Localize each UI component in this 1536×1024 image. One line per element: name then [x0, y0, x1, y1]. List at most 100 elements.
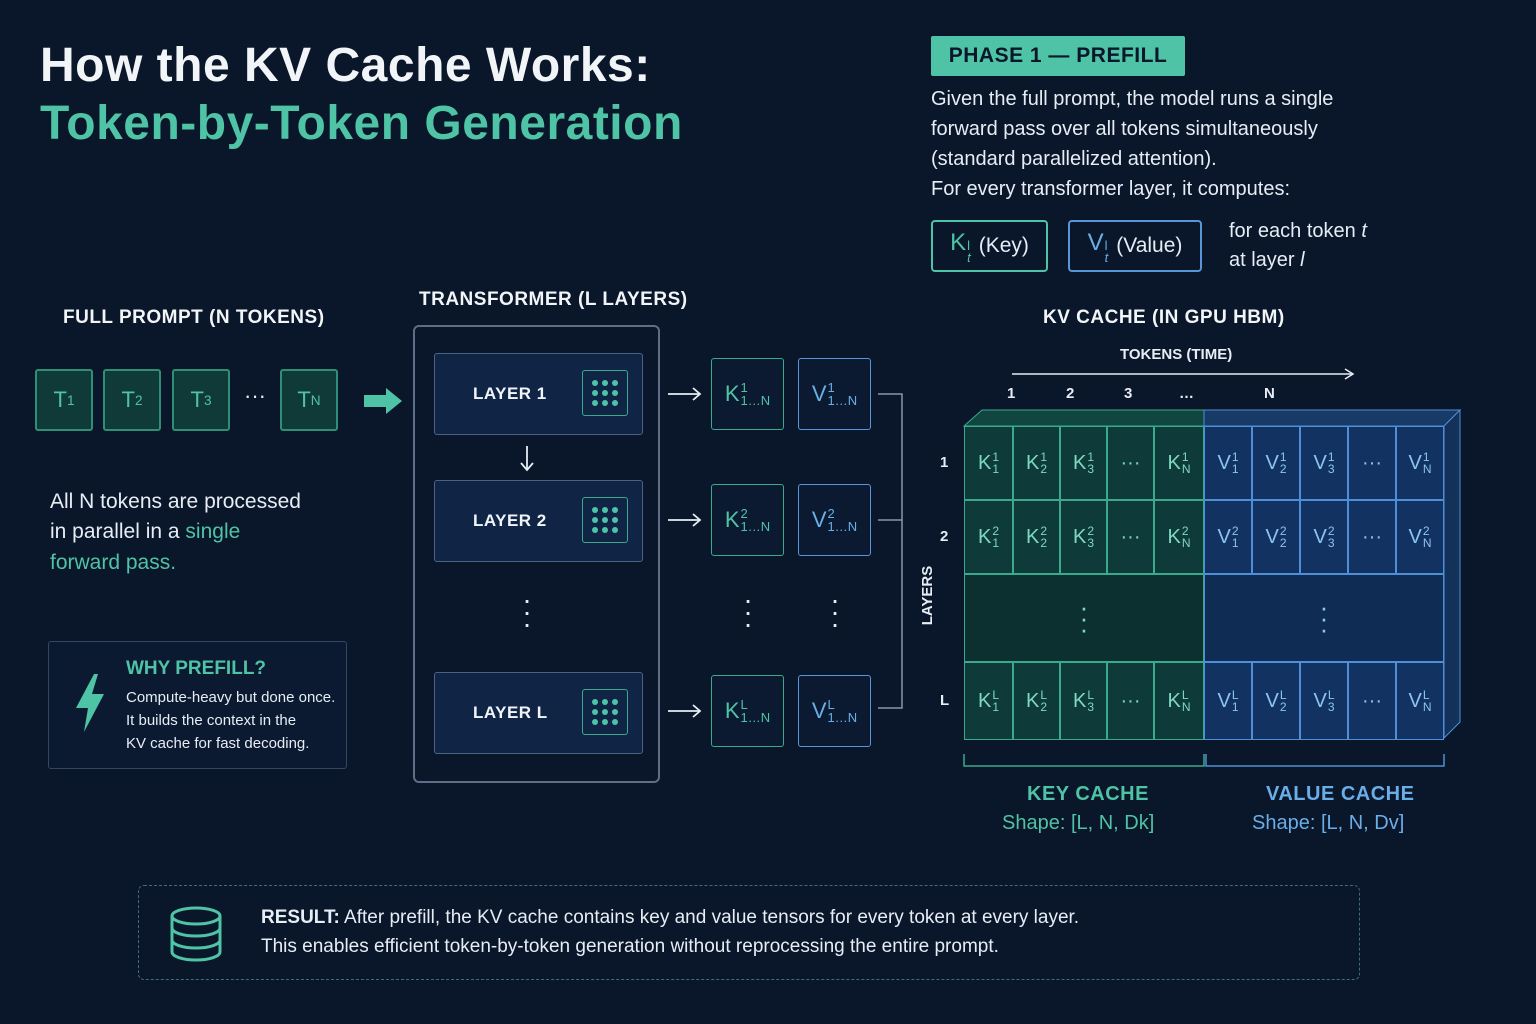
phase-desc-line-4: For every transformer layer, it computes…: [931, 178, 1291, 200]
phase-badge: PHASE 1 — PREFILL: [931, 36, 1185, 76]
key-gap-dots: ···: [964, 574, 1204, 662]
right-arrow-icon: [668, 387, 702, 401]
value-cache-title: VALUE CACHE: [1266, 783, 1415, 805]
for-each-line-1: for each token t: [1229, 220, 1367, 242]
cache-cell-ellipsis: ···: [1348, 500, 1396, 574]
phase-desc-line-1: Given the full prompt, the model runs a …: [931, 88, 1334, 110]
col-tick-1: 1: [1007, 385, 1016, 402]
col-tick-2: 2: [1066, 385, 1075, 402]
phase-desc-line-3: (standard parallelized attention).: [931, 148, 1217, 170]
layer-l-block: LAYER L: [434, 672, 643, 754]
layer-1-block: LAYER 1: [434, 353, 643, 435]
prompt-para-line-2: in parallel in a single: [50, 520, 241, 543]
prompt-para-line-3: forward pass.: [50, 551, 177, 574]
title-line-2: Token-by-Token Generation: [40, 97, 683, 150]
keys-vdots: ···: [743, 584, 753, 639]
layers-axis-label: LAYERS: [919, 565, 937, 625]
value-cache-shape: Shape: [L, N, Dv]: [1252, 812, 1405, 834]
value-gap-dots: ···: [1204, 574, 1444, 662]
merge-bracket: [878, 393, 903, 709]
cache-cell-ellipsis: ···: [1348, 662, 1396, 740]
value-chip-label: (Value): [1116, 234, 1183, 257]
row-tick-l: L: [940, 692, 950, 709]
database-icon: [170, 906, 222, 962]
why-line-2: It builds the context in the: [126, 712, 297, 729]
result-line-2: This enables efficient token-by-token ge…: [261, 936, 999, 957]
key-chip-label: (Key): [978, 234, 1029, 257]
right-arrow-icon: [668, 513, 702, 527]
grid-icon: [582, 370, 628, 416]
cache-cell-ellipsis: ···: [1107, 426, 1154, 500]
for-each-line-2: at layer l: [1229, 249, 1305, 271]
key-cache-title: KEY CACHE: [1027, 783, 1149, 805]
layer-l-label: LAYER L: [473, 703, 548, 722]
col-tick-n: N: [1264, 385, 1275, 402]
why-line-1: Compute-heavy but done once.: [126, 689, 336, 706]
cache-3d-frame: [962, 408, 1462, 740]
prompt-to-transformer-arrow: [364, 388, 402, 414]
grid-icon: [582, 497, 628, 543]
cache-cell-ellipsis: ···: [1107, 662, 1154, 740]
token-ellipsis: ···: [244, 383, 266, 408]
right-arrow-icon: [668, 704, 702, 718]
full-prompt-label: FULL PROMPT (N TOKENS): [63, 307, 325, 328]
layer-1-label: LAYER 1: [473, 384, 547, 403]
cache-cell-ellipsis: ···: [1107, 500, 1154, 574]
layer-vdots: ···: [522, 584, 532, 639]
title-line-1: How the KV Cache Works:: [40, 39, 651, 92]
transformer-label: TRANSFORMER (L LAYERS): [419, 289, 688, 310]
down-arrow-icon: [520, 446, 534, 472]
grid-icon: [582, 689, 628, 735]
cache-brackets: [963, 754, 1445, 767]
layers-axis: LAYERS: [906, 560, 950, 630]
values-vdots: ···: [830, 584, 840, 639]
kv-cache-label: KV CACHE (IN GPU HBM): [1043, 307, 1285, 328]
key-cache-shape: Shape: [L, N, Dk]: [1002, 812, 1155, 834]
cache-cell-ellipsis: ···: [1348, 426, 1396, 500]
col-tick-ellipsis: …: [1179, 385, 1194, 402]
result-box: [138, 885, 1360, 980]
lightning-icon: [76, 674, 104, 732]
layer-2-block: LAYER 2: [434, 480, 643, 562]
layer-2-label: LAYER 2: [473, 511, 547, 530]
time-axis-arrow: [1012, 368, 1355, 380]
tokens-axis-label: TOKENS (TIME): [1120, 346, 1233, 363]
col-tick-3: 3: [1124, 385, 1133, 402]
